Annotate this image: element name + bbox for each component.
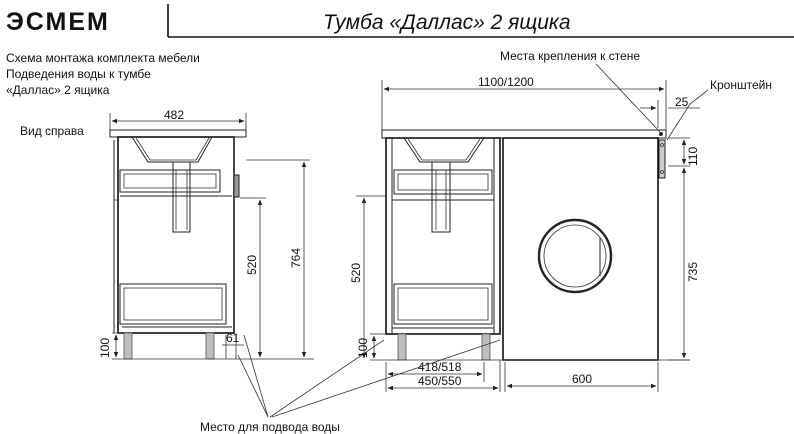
front-450-550-dim: 450/550 xyxy=(418,374,462,388)
side-61-dim: 61 xyxy=(226,331,240,345)
bracket-label: Кронштейн xyxy=(710,78,772,92)
side-width-dim: 482 xyxy=(164,108,184,122)
side-view-label: Вид справа xyxy=(20,124,84,138)
page-title: Тумба «Даллас» 2 ящика xyxy=(323,11,571,34)
front-110-dim: 110 xyxy=(686,147,700,166)
front-520-dim: 520 xyxy=(349,263,363,283)
water-supply-leaders xyxy=(237,334,501,418)
brand-logo: ЭСМЕМ xyxy=(6,8,110,36)
description-line-3: «Даллас» 2 ящика xyxy=(6,83,110,97)
water-supply-label: Место для подвода воды xyxy=(200,420,340,434)
side-764-dim: 764 xyxy=(289,248,303,268)
wall-mounts-leader xyxy=(595,63,661,133)
side-520-dim: 520 xyxy=(245,255,259,275)
bracket-leader xyxy=(666,89,709,141)
description-line-1: Схема монтажа комплекта мебели xyxy=(6,51,200,65)
side-view-drawing: 482 100 xyxy=(98,108,314,360)
front-25-dim: 25 xyxy=(675,95,689,109)
side-leg-dim: 100 xyxy=(98,338,112,358)
wall-mounts-label: Места крепления к стене xyxy=(500,49,640,63)
front-600-dim: 600 xyxy=(572,372,592,386)
front-view-drawing: 1100/1200 25 xyxy=(349,75,700,392)
description-line-2: Подведения воды к тумбе xyxy=(6,67,151,81)
front-leg-dim: 100 xyxy=(356,338,370,358)
front-total-width-dim: 1100/1200 xyxy=(478,75,534,89)
front-418-518-dim: 418/518 xyxy=(418,360,462,374)
front-735-dim: 735 xyxy=(686,262,700,282)
wall-mount-point xyxy=(659,132,663,136)
